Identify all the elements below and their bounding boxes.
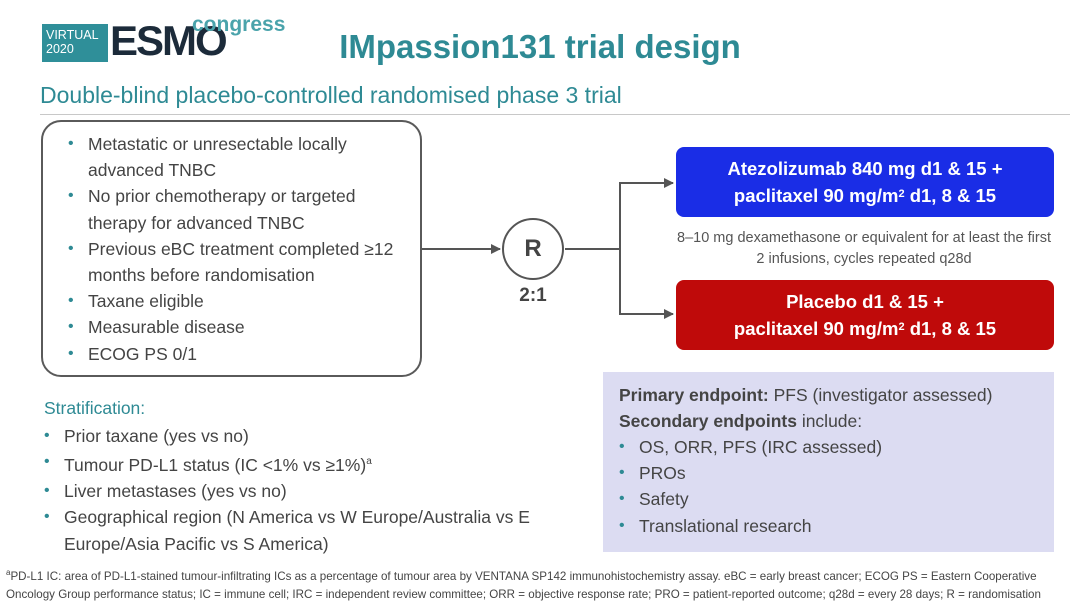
control-arm-box: Placebo d1 & 15 + paclitaxel 90 mg/m2 d1… bbox=[676, 280, 1054, 350]
secondary-endpoint-item: Safety bbox=[619, 486, 1054, 512]
randomisation-ratio: 2:1 bbox=[519, 285, 547, 306]
control-arm-line2: paclitaxel 90 mg/m2 d1, 8 & 15 bbox=[733, 318, 997, 339]
title-divider bbox=[40, 114, 1070, 115]
stratification-section: Prior taxane (yes vs no) Tumour PD-L1 st… bbox=[44, 423, 584, 557]
logo-year-text: 2020 bbox=[46, 42, 74, 56]
eligibility-list: Metastatic or unresectable locally advan… bbox=[68, 131, 410, 367]
secondary-endpoint-item: PROs bbox=[619, 460, 1054, 486]
randomisation-node: R bbox=[502, 218, 564, 280]
experimental-arm-box: Atezolizumab 840 mg d1 & 15 + paclitaxel… bbox=[676, 147, 1054, 217]
endpoints-box: Primary endpoint: PFS (investigator asse… bbox=[603, 372, 1054, 552]
footnote: aPD-L1 IC: area of PD-L1-stained tumour-… bbox=[6, 568, 1041, 601]
stratification-title: Stratification: bbox=[44, 398, 146, 418]
slide-title: IMpassion131 trial design bbox=[339, 28, 741, 65]
stratification-item: Prior taxane (yes vs no) bbox=[44, 423, 584, 449]
stratification-list: Prior taxane (yes vs no) Tumour PD-L1 st… bbox=[44, 423, 584, 557]
logo-congress-text: congress bbox=[192, 13, 286, 36]
eligibility-item: ECOG PS 0/1 bbox=[68, 341, 410, 367]
experimental-arm-line2: paclitaxel 90 mg/m2 d1, 8 & 15 bbox=[733, 185, 997, 206]
virtual-2020-badge: VIRTUAL 2020 bbox=[42, 24, 108, 62]
eligibility-item: Measurable disease bbox=[68, 314, 410, 340]
stratification-item: Geographical region (N America vs W Euro… bbox=[44, 504, 584, 556]
premedication-note: 8–10 mg dexamethasone or equivalent for … bbox=[677, 230, 1051, 267]
secondary-endpoints-heading: Secondary endpoints include: bbox=[619, 411, 863, 431]
stratification-item: Tumour PD-L1 status (IC <1% vs ≥1%)a bbox=[44, 449, 584, 478]
esmo-virtual-logo: VIRTUAL 2020 ESMO congress bbox=[42, 14, 285, 70]
secondary-endpoint-item: OS, ORR, PFS (IRC assessed) bbox=[619, 434, 1054, 460]
logo-virtual-text: VIRTUAL bbox=[46, 28, 99, 42]
eligibility-criteria-box: Metastatic or unresectable locally advan… bbox=[41, 120, 422, 377]
logo-esmo-text: ESMO bbox=[110, 17, 228, 64]
eligibility-item: Metastatic or unresectable locally advan… bbox=[68, 131, 410, 183]
primary-endpoint: Primary endpoint: PFS (investigator asse… bbox=[619, 385, 993, 405]
eligibility-item: Taxane eligible bbox=[68, 288, 410, 314]
secondary-endpoints-list: OS, ORR, PFS (IRC assessed) PROs Safety … bbox=[619, 434, 1054, 539]
experimental-arm-line1: Atezolizumab 840 mg d1 & 15 + bbox=[727, 158, 1003, 179]
secondary-endpoint-item: Translational research bbox=[619, 513, 1054, 539]
stratification-item: Liver metastases (yes vs no) bbox=[44, 478, 584, 504]
slide-subtitle: Double-blind placebo-controlled randomis… bbox=[40, 82, 622, 108]
eligibility-item: Previous eBC treatment completed ≥12 mon… bbox=[68, 236, 410, 288]
eligibility-item: No prior chemotherapy or targeted therap… bbox=[68, 183, 410, 235]
control-arm-line1: Placebo d1 & 15 + bbox=[786, 291, 944, 312]
